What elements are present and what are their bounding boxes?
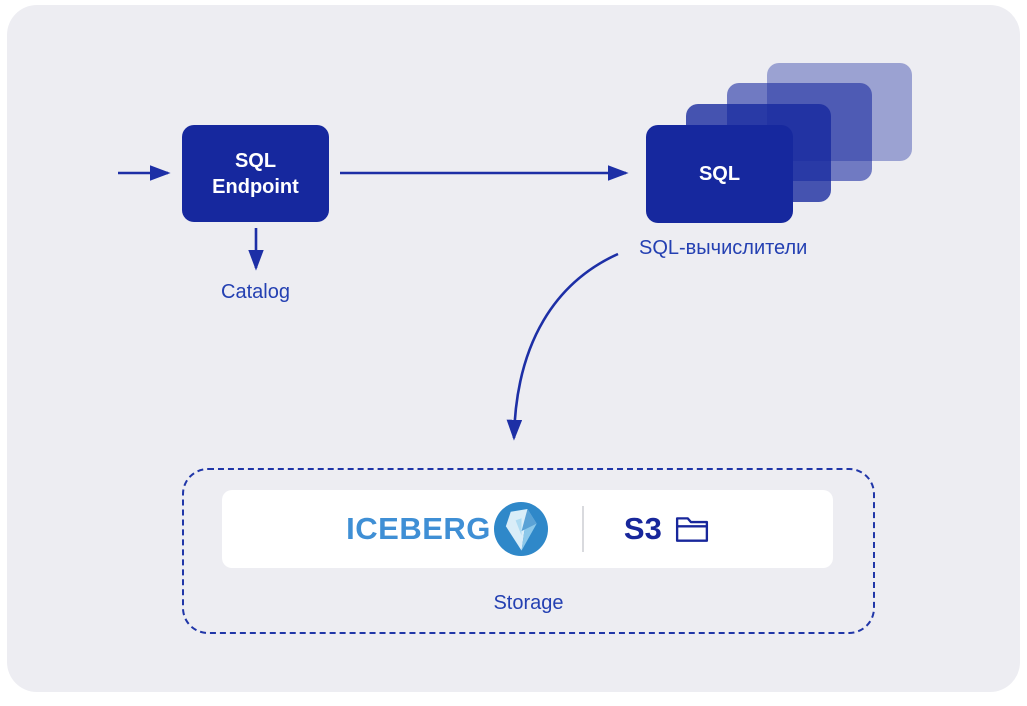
catalog-label: Catalog [221, 281, 290, 303]
sql-compute-caption: SQL-вычислители [639, 237, 808, 259]
storage-caption: Storage [493, 592, 564, 614]
iceberg-logo: ICEBERG [346, 502, 548, 556]
folder-icon [675, 515, 709, 543]
s3-logo: S3 [624, 511, 709, 547]
logo-divider [581, 506, 584, 552]
iceberg-globe-icon [493, 502, 548, 556]
sql-endpoint-node: SQL Endpoint [182, 125, 329, 222]
s3-label: S3 [623, 511, 662, 546]
storage-engines-card: ICEBERG S3 [222, 490, 833, 568]
storage-group: ICEBERG S3 [182, 468, 875, 634]
sql-compute-node: SQL [646, 125, 793, 223]
iceberg-label: ICEBERG [346, 511, 491, 546]
